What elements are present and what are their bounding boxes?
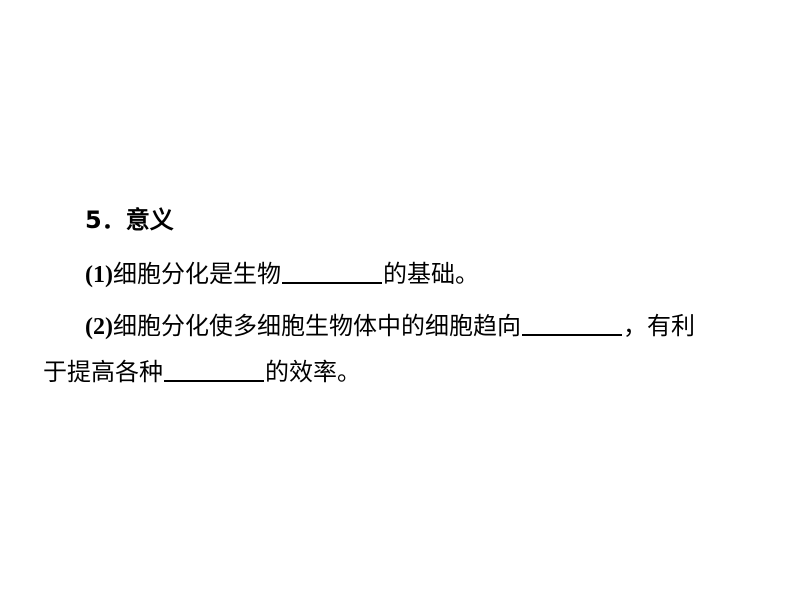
item-2-continuation-line: 于提高各种 的效率。 (43, 356, 361, 387)
item-2-text-after: ，有利 (622, 312, 695, 340)
item-2-text-before: 细胞分化使多细胞生物体中的细胞趋向 (112, 312, 521, 340)
item-2-blank-1 (521, 310, 622, 336)
item-1-blank (281, 258, 382, 284)
item-2-continuation-before: 于提高各种 (43, 358, 163, 386)
item-2-line: (2)细胞分化使多细胞生物体中的细胞趋向 ，有利 (85, 310, 695, 342)
item-2-blank-2 (164, 356, 264, 382)
item-1-text-before: 细胞分化是生物 (112, 260, 281, 288)
item-1-line: (1)细胞分化是生物 的基础。 (85, 258, 479, 290)
item-1-number: (1) (85, 262, 113, 288)
section-heading: 5．意义 (85, 206, 174, 234)
item-2-continuation-after: 的效率。 (265, 358, 361, 386)
item-1-text-after: 的基础。 (382, 260, 479, 288)
item-2-number: (2) (85, 314, 113, 340)
